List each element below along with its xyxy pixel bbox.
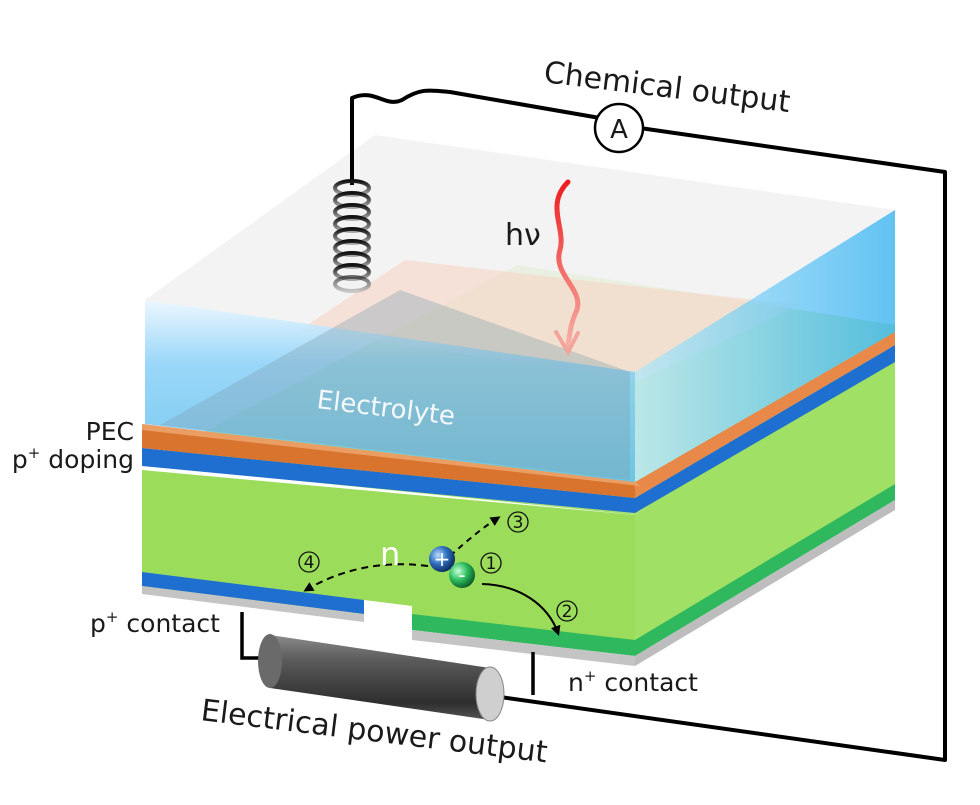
carrier-paths	[303, 516, 561, 636]
p-doping-layer-side	[635, 345, 895, 513]
coil-lead-wire	[350, 88, 601, 185]
contact-gap	[364, 600, 412, 640]
pec-layer-highlight	[142, 424, 640, 486]
load-cylinder	[258, 634, 505, 722]
chemical-output-label: Chemical output	[542, 55, 792, 120]
n-region-label: n	[380, 535, 400, 573]
wire-ammeter-right	[499, 126, 947, 762]
svg-text:4: 4	[304, 553, 315, 573]
path-4	[303, 563, 429, 592]
svg-text:2: 2	[562, 602, 573, 622]
step-marker-4: 4	[298, 551, 320, 573]
hole-carrier: +	[429, 546, 455, 572]
ammeter-label: A	[610, 115, 628, 145]
semiconductor-block	[142, 265, 895, 666]
svg-text:3: 3	[513, 513, 524, 533]
step-marker-3: 3	[507, 511, 529, 533]
electrical-circuit	[240, 612, 535, 695]
n-contact-strip-side	[635, 484, 895, 656]
ammeter: A	[593, 102, 645, 154]
p-doping-layer-front	[142, 448, 635, 513]
bulk-side-face	[635, 325, 895, 645]
p-contact-strip	[142, 572, 364, 614]
step-marker-2: 2	[556, 600, 578, 622]
bottom-edge-side	[635, 500, 895, 666]
electrolyte-side	[635, 210, 895, 482]
photon-label: hν	[505, 218, 541, 253]
p-doping-label: p+ doping	[12, 444, 134, 474]
photon-wave	[554, 179, 581, 348]
path-2	[481, 583, 561, 636]
step-marker-1: 1	[480, 552, 502, 574]
electrolyte-front	[145, 300, 635, 482]
photon-arrowhead	[554, 330, 580, 357]
p-contact-grey-edge	[142, 586, 364, 622]
coil	[333, 179, 371, 293]
electron-carrier: -	[449, 562, 475, 588]
p-contact-wire	[240, 612, 262, 660]
svg-text:+: +	[434, 547, 451, 571]
svg-text:-: -	[458, 563, 465, 587]
p-contact-label: p+ contact	[90, 608, 220, 638]
n-contact-strip-front	[412, 614, 635, 656]
pec-layer-side	[635, 332, 895, 498]
n-contact-label: n+ contact	[568, 667, 698, 697]
chemical-circuit	[350, 88, 947, 762]
path-3	[449, 516, 501, 557]
pec-label: PEC	[86, 417, 134, 446]
bottom-edge-front-right	[412, 630, 635, 666]
electrolyte-volume	[145, 135, 895, 482]
svg-text:1: 1	[486, 554, 497, 574]
electrolyte-shade	[160, 290, 630, 480]
